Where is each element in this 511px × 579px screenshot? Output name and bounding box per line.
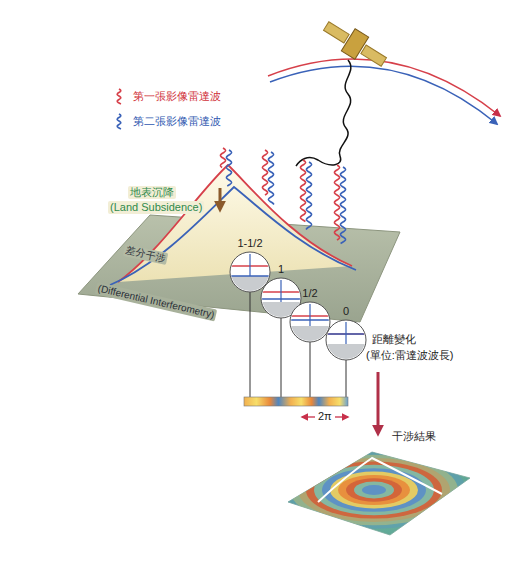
subsidence-label: (Land Subsidence) bbox=[108, 201, 204, 214]
radar-path bbox=[296, 60, 351, 166]
radar-wave bbox=[340, 167, 345, 244]
result-arrow bbox=[377, 372, 380, 432]
method-label: 差分干涉 bbox=[123, 244, 169, 265]
method-label: (Differential Interferometry) bbox=[95, 282, 218, 321]
orbit-line bbox=[270, 66, 497, 124]
radar-wave bbox=[220, 148, 225, 168]
fringe-ring bbox=[338, 475, 410, 505]
callout-number: 1/2 bbox=[287, 286, 333, 300]
orbit-line bbox=[268, 59, 500, 116]
subsidence-label: 地表沉降 bbox=[128, 186, 176, 199]
radar-wave bbox=[268, 152, 274, 205]
callout-number: 1-1/2 bbox=[227, 236, 273, 250]
fringe-ring bbox=[346, 478, 402, 502]
circle-icon bbox=[324, 318, 368, 362]
circle-icon bbox=[288, 300, 332, 344]
distance-circle: 0 bbox=[323, 304, 369, 362]
span-arrow bbox=[335, 416, 348, 417]
result-label: 干涉結果 bbox=[392, 430, 436, 443]
fringe-ring bbox=[322, 468, 426, 512]
fringe-ring bbox=[330, 472, 418, 509]
leader-line bbox=[310, 342, 311, 397]
leader-line bbox=[281, 318, 282, 397]
satellite bbox=[319, 15, 390, 73]
fringe-ring bbox=[290, 455, 458, 526]
fringe-ring bbox=[306, 461, 442, 518]
radar-wave bbox=[262, 150, 267, 195]
fringe-ring bbox=[298, 458, 450, 522]
callout-number: 0 bbox=[323, 304, 369, 318]
radar-wave bbox=[226, 150, 231, 186]
unit-label: (單位:雷達波波長) bbox=[366, 349, 453, 362]
legend-text: 第一張影像雷達波 bbox=[133, 90, 221, 103]
radar-wave bbox=[300, 160, 305, 222]
subsidence-arrow bbox=[219, 188, 222, 208]
phase-bar bbox=[244, 397, 348, 406]
legend-text: 第二張影像雷達波 bbox=[133, 115, 221, 128]
cycle-label: 2π bbox=[318, 410, 332, 423]
distance-label: 距離變化 bbox=[372, 333, 416, 346]
fringe-ring bbox=[282, 451, 466, 528]
fringe-ring bbox=[362, 485, 386, 495]
radar-wave bbox=[334, 165, 339, 240]
fringe-ring bbox=[354, 482, 394, 499]
span-arrow bbox=[302, 416, 315, 417]
radar-wave bbox=[306, 162, 312, 230]
interferogram bbox=[282, 451, 470, 535]
callout-number: 1 bbox=[258, 262, 304, 276]
leader-line bbox=[346, 360, 347, 397]
legend-wave bbox=[117, 114, 121, 129]
legend-wave bbox=[117, 89, 121, 104]
leader-line bbox=[250, 292, 251, 397]
